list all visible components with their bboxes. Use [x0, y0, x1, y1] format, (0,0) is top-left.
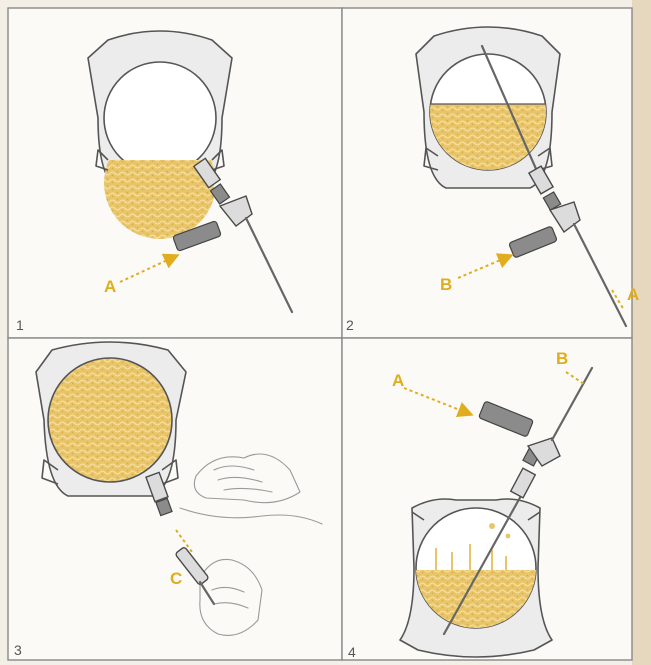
- panel-number-4: 4: [348, 644, 356, 660]
- label-a-4: A: [392, 371, 404, 390]
- tire-cross-section-3: [36, 342, 186, 496]
- label-b-2: B: [440, 275, 452, 294]
- panel-number-3: 3: [14, 642, 22, 658]
- label-b-4: B: [556, 349, 568, 368]
- panel-number-2: 2: [346, 317, 354, 333]
- panel-number-1: 1: [16, 317, 24, 333]
- label-a-1: A: [104, 277, 116, 296]
- label-a-2: A: [627, 285, 639, 304]
- label-c-3: C: [170, 569, 182, 588]
- page-edge: [632, 0, 651, 665]
- tire-cross-section-2: [416, 27, 560, 188]
